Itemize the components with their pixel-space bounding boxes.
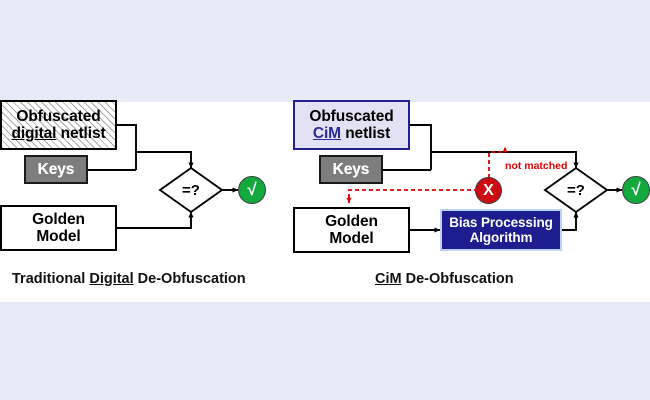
left-caption-suffix: De-Obfuscation xyxy=(133,271,246,287)
left-comparator-label: =? xyxy=(182,181,200,199)
left-match-ok-circle[interactable]: √ xyxy=(238,176,266,204)
left-comparator-diamond[interactable]: =? xyxy=(160,168,222,212)
cim-netlist-line2-rest: netlist xyxy=(340,125,391,142)
left-golden-model-line2: Model xyxy=(36,228,81,245)
left-caption-emphasis: Digital xyxy=(89,271,134,287)
right-golden-model-line1: Golden xyxy=(325,212,378,230)
left-panel-wires xyxy=(88,124,239,229)
left-comparator-diamond-shape xyxy=(158,166,224,214)
right-panel-caption: CiM De-Obfuscation xyxy=(375,271,514,287)
right-keys-box[interactable]: Keys xyxy=(319,155,383,184)
bias-processing-line1: Bias Processing xyxy=(449,214,553,230)
not-matched-annotation: not matched xyxy=(505,160,568,172)
bias-processing-algorithm-box[interactable]: Bias Processing Algorithm xyxy=(440,209,562,251)
right-keys-label: Keys xyxy=(332,160,370,178)
cim-netlist-emphasis: CiM xyxy=(312,125,341,142)
mismatch-x-circle[interactable]: X xyxy=(475,177,502,204)
right-caption-suffix: De-Obfuscation xyxy=(401,271,514,287)
right-golden-model-box[interactable]: Golden Model xyxy=(293,207,410,253)
left-caption-prefix: Traditional xyxy=(12,271,90,287)
right-golden-model-line2: Model xyxy=(329,230,374,247)
obfuscated-netlist-line2-rest: netlist xyxy=(56,125,106,142)
right-obfuscated-cim-netlist-box[interactable]: Obfuscated CiM netlist xyxy=(293,100,410,150)
right-check-icon: √ xyxy=(631,180,641,199)
left-golden-model-line1: Golden xyxy=(32,210,85,228)
left-keys-box[interactable]: Keys xyxy=(24,155,88,184)
cim-netlist-line2: CiM netlist xyxy=(313,125,390,142)
right-comparator-diamond-shape xyxy=(543,166,609,214)
right-comparator-label: =? xyxy=(567,181,585,199)
right-comparator-diamond[interactable]: =? xyxy=(545,168,607,212)
left-obfuscated-digital-netlist-box[interactable]: Obfuscated digital netlist xyxy=(0,100,117,150)
right-panel-wires xyxy=(383,124,623,233)
left-golden-model-box[interactable]: Golden Model xyxy=(0,205,117,251)
left-panel-caption: Traditional Digital De-Obfuscation xyxy=(12,271,246,287)
right-caption-emphasis: CiM xyxy=(375,271,402,287)
obfuscated-netlist-line1: Obfuscated xyxy=(16,107,101,125)
obfuscated-netlist-line2: digital netlist xyxy=(11,125,105,142)
left-keys-label: Keys xyxy=(37,160,75,178)
right-match-ok-circle[interactable]: √ xyxy=(622,176,650,204)
x-mark-icon: X xyxy=(483,181,494,199)
mismatch-feedback-wires xyxy=(346,146,508,204)
cim-netlist-line1: Obfuscated xyxy=(309,107,394,125)
obfuscated-netlist-emphasis: digital xyxy=(11,125,57,142)
bias-processing-line2: Algorithm xyxy=(469,230,533,245)
left-check-icon: √ xyxy=(247,180,257,199)
